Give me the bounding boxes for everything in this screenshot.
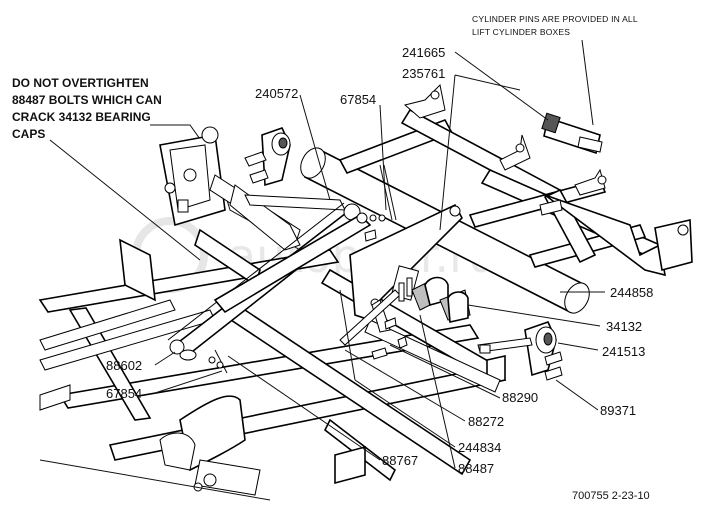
warning-note: DO NOT OVERTIGHTEN 88487 BOLTS WHICH CAN… [12,76,162,141]
part-label-88767: 88767 [382,453,418,468]
part-label-88487: 88487 [458,461,494,476]
cylinder-mount-left [244,127,291,187]
cylinder-mount-241513 [477,321,563,381]
pivot-plate-235761 [339,203,501,393]
part-label-34132: 34132 [606,319,642,334]
lift-link-secondary [213,212,372,314]
cylinder-note-line-1: CYLINDER PINS ARE PROVIDED IN ALL [472,14,638,24]
part-label-88290: 88290 [502,390,538,405]
bearing-caps-34132 [398,276,471,323]
part-number-labels: 241665 235761 240572 67854 244858 34132 … [106,45,653,476]
cylinder-note-line-2: LIFT CYLINDER BOXES [472,27,570,37]
upper-right-frame [338,83,693,277]
hardware-pins [208,164,408,374]
part-label-88272: 88272 [468,414,504,429]
part-label-244834: 244834 [458,440,501,455]
part-label-67854-top: 67854 [340,92,376,107]
note-line-4: CAPS [12,127,45,141]
part-label-67854-bottom: 67854 [106,386,142,401]
note-line-2: 88487 BOLTS WHICH CAN [12,93,162,107]
leader-lines [49,39,605,469]
note-line-1: DO NOT OVERTIGHTEN [12,76,149,90]
part-label-235761: 235761 [402,66,445,81]
drawing-id: 700755 2-23-10 [572,490,650,502]
part-label-88602: 88602 [106,358,142,373]
cylinder-pin-note: CYLINDER PINS ARE PROVIDED IN ALL LIFT C… [472,14,638,37]
note-line-3: CRACK 34132 BEARING [12,110,151,124]
left-bracket-assembly [159,126,346,251]
part-label-241665: 241665 [402,45,445,60]
main-frame [38,124,507,501]
part-label-244858: 244858 [610,285,653,300]
part-label-241513: 241513 [602,344,645,359]
part-label-240572: 240572 [255,86,298,101]
part-label-89371: 89371 [600,403,636,418]
